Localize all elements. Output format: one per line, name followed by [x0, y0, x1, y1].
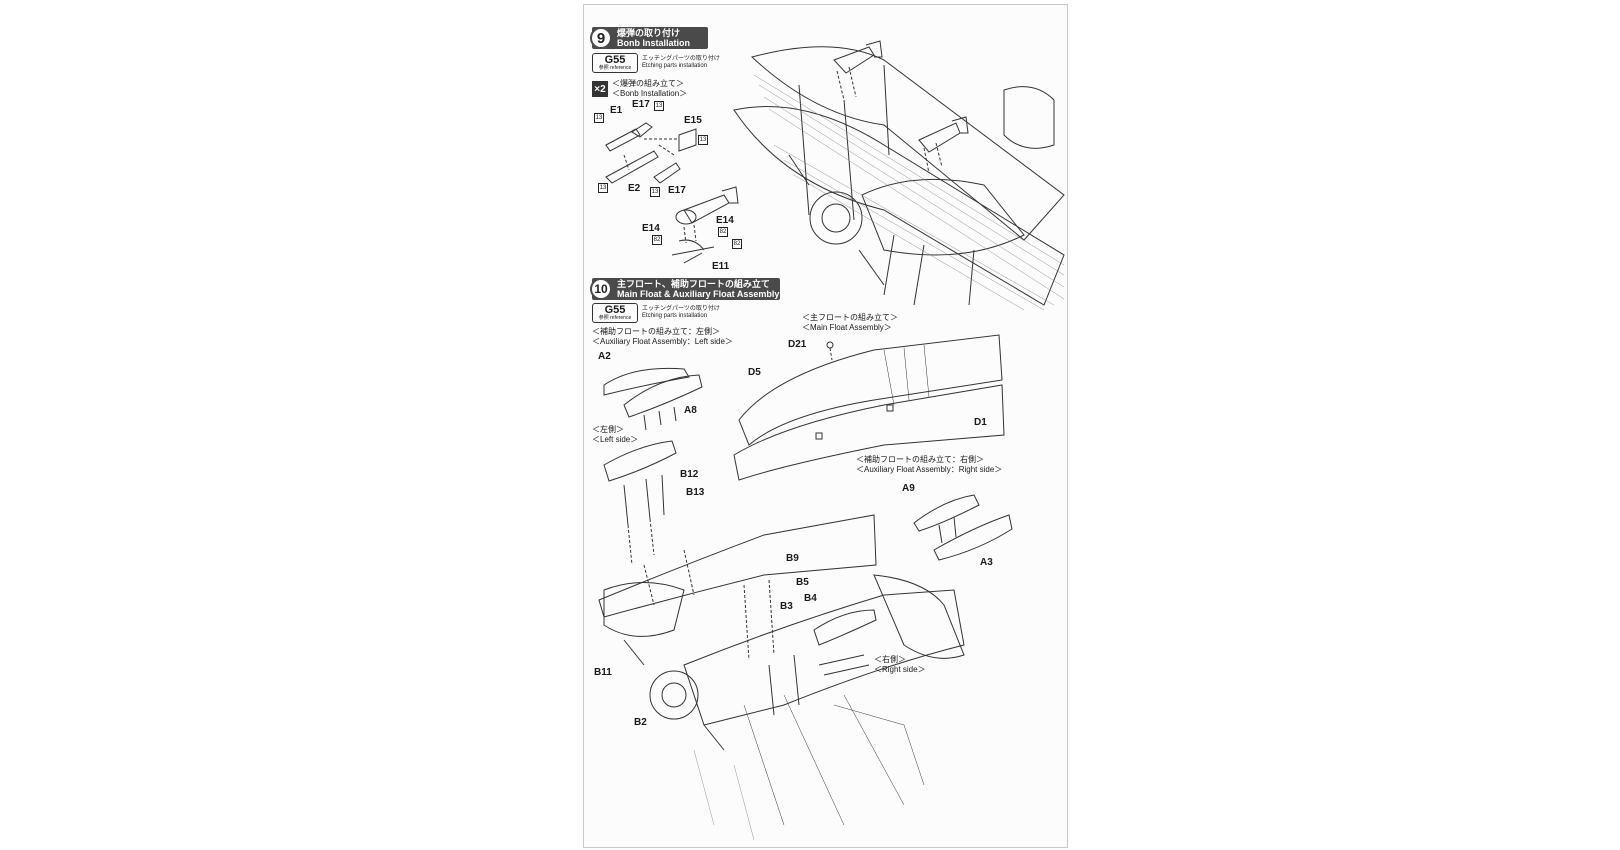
step-9-ref-note-en: Etching parts installation	[642, 63, 708, 69]
part-label: B11	[594, 667, 612, 678]
step-10-ref-label: 参照 reference	[598, 315, 632, 321]
part-label: E14	[642, 223, 660, 234]
step-9-title-en: Bonb Installation	[617, 38, 690, 48]
part-label: E15	[684, 115, 702, 126]
right-side-jp: ＜右側＞	[874, 655, 906, 664]
biplane-top-drawing	[733, 40, 1065, 311]
step-10-title-jp: 主フロート、補助フロートの組み立て	[617, 279, 770, 289]
step-10-ref-note-jp: エッチングパーツの取り付け	[642, 306, 720, 312]
bomb-sub-en: ＜Bonb Installation＞	[612, 89, 688, 98]
aux-float-left-drawing	[603, 367, 703, 566]
step-9-header: 9 爆弾の取り付け Bonb Installation	[590, 27, 708, 49]
left-side-en: ＜Left side＞	[592, 435, 639, 444]
right-side-subheading: ＜右側＞ ＜Right side＞	[874, 655, 926, 675]
part-label: E1	[610, 105, 623, 116]
part-label: B5	[796, 577, 809, 588]
bomb-assembly-subheading: ＜爆弾の組み立て＞ ＜Bonb Installation＞	[612, 79, 687, 99]
aux-float-left-subheading: ＜補助フロートの組み立て：左側＞ ＜Auxiliary Float Assemb…	[592, 327, 733, 347]
step-10-number: 10	[590, 278, 612, 300]
bomb-sub-jp: ＜爆弾の組み立て＞	[612, 79, 684, 88]
part-label: B13	[686, 487, 705, 498]
main-float-drawing	[733, 334, 1005, 481]
part-label: B3	[780, 601, 793, 612]
part-label: B2	[634, 717, 647, 728]
aux-float-right-subheading: ＜補助フロートの組み立て：右側＞ ＜Auxiliary Float Assemb…	[856, 455, 1002, 475]
glue-marker: 13	[598, 183, 608, 193]
step-9-ref-note-jp: エッチングパーツの取り付け	[642, 56, 720, 62]
aux-left-en: ＜Auxiliary Float Assembly：Left side＞	[592, 337, 733, 346]
part-label: E17	[668, 185, 686, 196]
step-10-reference: G55 参照 reference エッチングパーツの取り付け Etching p…	[592, 303, 720, 323]
part-label: B12	[680, 469, 699, 480]
part-label: A8	[684, 405, 697, 416]
part-label: E2	[628, 183, 641, 194]
main-float-subheading: ＜主フロートの組み立て＞ ＜Main Float Assembly＞	[802, 313, 898, 333]
part-label: B9	[786, 553, 799, 564]
step-9-number: 9	[590, 27, 612, 49]
part-label: A9	[902, 483, 915, 494]
aux-right-en: ＜Auxiliary Float Assembly：Right side＞	[856, 465, 1003, 474]
part-label: B4	[804, 593, 817, 604]
left-side-subheading: ＜左側＞ ＜Left side＞	[592, 425, 638, 445]
glue-marker: 13	[698, 135, 708, 145]
assembly-illustrations	[598, 40, 1065, 841]
part-label: E11	[712, 261, 730, 272]
right-side-en: ＜Right side＞	[874, 665, 926, 674]
part-label: D1	[974, 417, 987, 428]
part-label: A3	[980, 557, 993, 568]
part-label: E17	[632, 99, 650, 110]
step-10-ref-code: G55	[604, 304, 626, 316]
part-label: E14	[716, 215, 734, 226]
part-label: D21	[788, 339, 807, 350]
step-9-title-jp: 爆弾の取り付け	[617, 28, 681, 38]
part-label: D5	[748, 367, 761, 378]
glue-marker: 13	[594, 113, 604, 123]
glue-marker: 82	[718, 227, 728, 237]
glue-marker: 13	[654, 101, 664, 111]
step-10-header: 10 主フロート、補助フロートの組み立て Main Float & Auxili…	[590, 278, 780, 300]
glue-marker: 13	[650, 187, 660, 197]
step-9-ref-code: G55	[604, 54, 626, 66]
step-10-ref-note-en: Etching parts installation	[642, 313, 708, 319]
left-side-jp: ＜左側＞	[592, 425, 624, 434]
aux-right-jp: ＜補助フロートの組み立て：右側＞	[856, 455, 984, 464]
aux-left-jp: ＜補助フロートの組み立て：左側＞	[592, 327, 720, 336]
glue-marker: 82	[652, 235, 662, 245]
part-label: A2	[598, 351, 611, 362]
quantity-x2-badge: ×2	[592, 81, 608, 97]
main-float-jp: ＜主フロートの組み立て＞	[802, 313, 898, 322]
step-9-reference: G55 参照 reference エッチングパーツの取り付け Etching p…	[592, 53, 720, 73]
bomb-parts-drawing	[605, 122, 739, 264]
step-9-ref-label: 参照 reference	[598, 65, 632, 71]
step-10-ref-badge: G55 参照 reference	[592, 303, 638, 323]
biplane-bottom-drawing	[598, 514, 965, 841]
step-10-title-en: Main Float & Auxiliary Float Assembly	[617, 289, 780, 299]
glue-marker: 82	[732, 239, 742, 249]
main-float-en: ＜Main Float Assembly＞	[802, 323, 892, 332]
step-9-ref-badge: G55 参照 reference	[592, 53, 638, 73]
instruction-sheet: 9 爆弾の取り付け Bonb Installation G55 参照 refer…	[583, 4, 1068, 848]
aux-float-right-drawing	[913, 494, 1013, 561]
